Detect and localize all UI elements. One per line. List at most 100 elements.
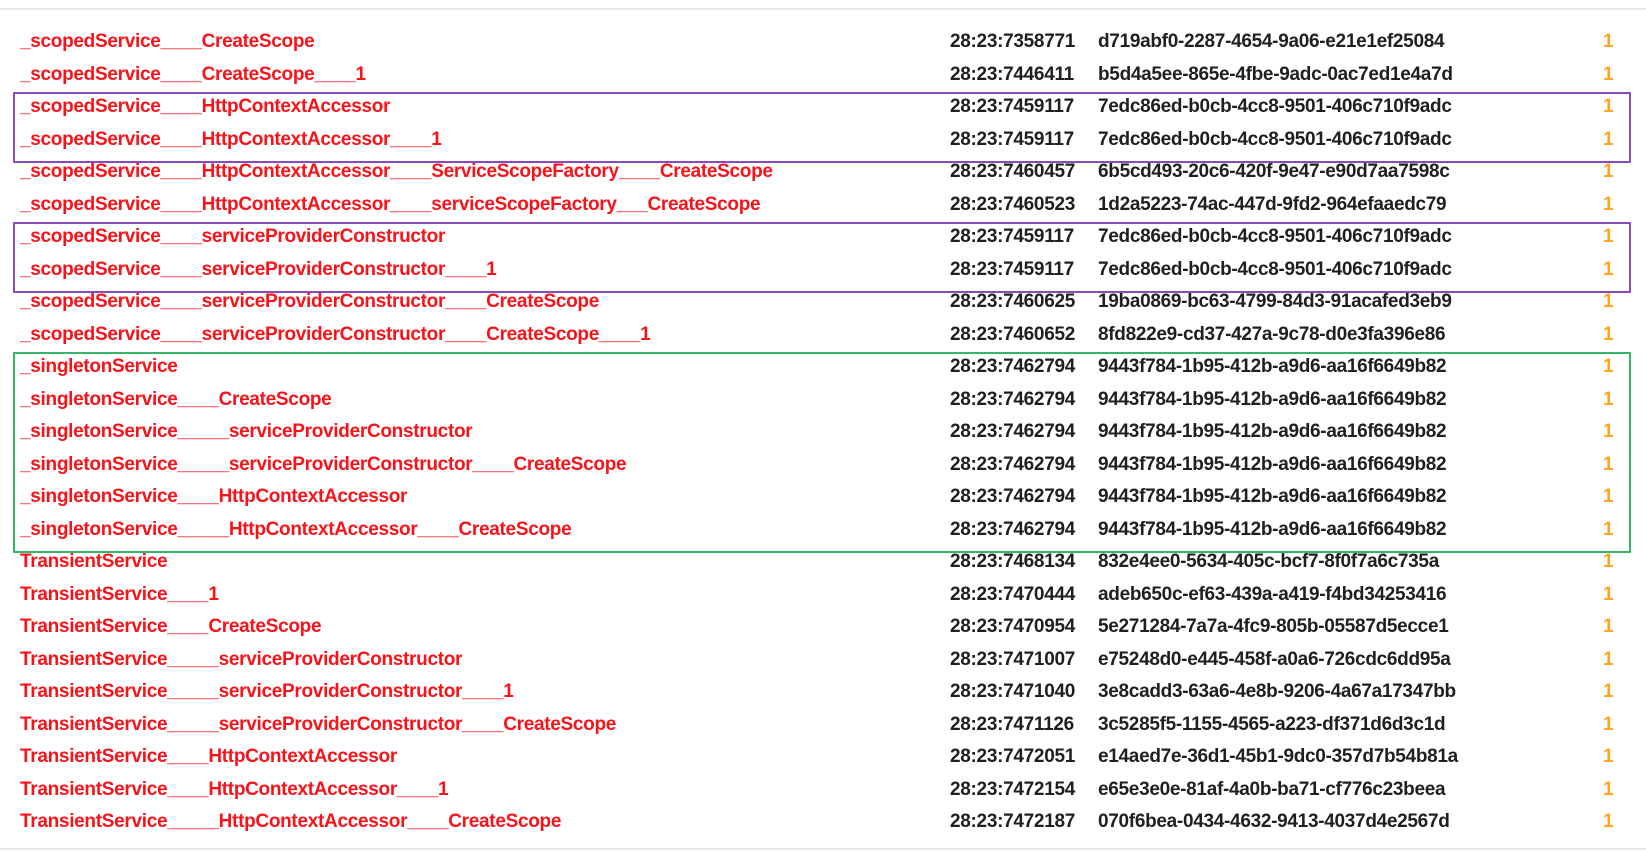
- timestamp-cell: 28:23:7459117: [950, 226, 1074, 248]
- timestamp-cell: 28:23:7462794: [950, 486, 1075, 508]
- guid-cell: e75248d0-e445-458f-a0a6-726cdc6dd95a: [1098, 648, 1451, 670]
- count-cell: 1: [1603, 778, 1614, 800]
- timestamp-cell: 28:23:7462794: [950, 518, 1075, 540]
- service-name-cell: _scopedService____serviceProviderConstru…: [20, 258, 497, 280]
- timestamp-cell: 28:23:7460625: [950, 291, 1075, 313]
- count-cell: 1: [1603, 746, 1614, 768]
- service-name-cell: _scopedService____serviceProviderConstru…: [20, 323, 651, 345]
- timestamp-cell: 28:23:7472187: [950, 811, 1075, 833]
- guid-cell: 070f6bea-0434-4632-9413-4037d4e2567d: [1098, 811, 1450, 833]
- service-name-cell: _scopedService____HttpContextAccessor: [20, 96, 391, 118]
- timestamp-cell: 28:23:7459117: [950, 96, 1074, 118]
- guid-cell: 9443f784-1b95-412b-a9d6-aa16f6649b82: [1098, 453, 1447, 475]
- count-cell: 1: [1603, 713, 1614, 735]
- guid-cell: 9443f784-1b95-412b-a9d6-aa16f6649b82: [1098, 356, 1447, 378]
- timestamp-cell: 28:23:7471040: [950, 681, 1075, 703]
- table-row: _singletonService____HttpContextAccessor…: [0, 481, 1646, 514]
- guid-cell: 832e4ee0-5634-405c-bcf7-8f0f7a6c735a: [1098, 551, 1439, 573]
- count-cell: 1: [1603, 96, 1614, 118]
- service-name-cell: TransientService____HttpContextAccessor: [20, 746, 397, 768]
- service-name-cell: _scopedService____serviceProviderConstru…: [20, 226, 446, 248]
- count-cell: 1: [1603, 128, 1614, 150]
- timestamp-cell: 28:23:7470954: [950, 616, 1075, 638]
- service-name-cell: _scopedService____HttpContextAccessor___…: [20, 193, 761, 215]
- service-name-cell: TransientService: [20, 551, 168, 573]
- service-name-cell: _singletonService_____HttpContextAccesso…: [20, 518, 572, 540]
- service-name-cell: _scopedService____serviceProviderConstru…: [20, 291, 600, 313]
- table-row: _scopedService____HttpContextAccessor___…: [0, 124, 1646, 157]
- timestamp-cell: 28:23:7462794: [950, 453, 1075, 475]
- table-row: _scopedService____serviceProviderConstru…: [0, 286, 1646, 319]
- service-name-cell: TransientService_____HttpContextAccessor…: [20, 811, 562, 833]
- table-row: TransientService____CreateScope 28:23:74…: [0, 611, 1646, 644]
- count-cell: 1: [1603, 161, 1614, 183]
- timestamp-cell: 28:23:7462794: [950, 421, 1075, 443]
- guid-cell: 7edc86ed-b0cb-4cc8-9501-406c710f9adc: [1098, 226, 1452, 248]
- guid-cell: 9443f784-1b95-412b-a9d6-aa16f6649b82: [1098, 388, 1447, 410]
- table-row: _singletonService_____HttpContextAccesso…: [0, 514, 1646, 547]
- count-cell: 1: [1603, 193, 1614, 215]
- table-row: _scopedService____serviceProviderConstru…: [0, 254, 1646, 287]
- timestamp-cell: 28:23:7462794: [950, 356, 1075, 378]
- table-row: _scopedService____HttpContextAccessor___…: [0, 156, 1646, 189]
- guid-cell: adeb650c-ef63-439a-a419-f4bd34253416: [1098, 583, 1447, 605]
- table-row: TransientService 28:23:7468134 832e4ee0-…: [0, 546, 1646, 579]
- timestamp-cell: 28:23:7470444: [950, 583, 1075, 605]
- table-row: _scopedService____HttpContextAccessor 28…: [0, 91, 1646, 124]
- guid-cell: 5e271284-7a7a-4fc9-805b-05587d5ecce1: [1098, 616, 1449, 638]
- service-name-cell: _scopedService____CreateScope____1: [20, 63, 366, 85]
- service-name-cell: TransientService____CreateScope: [20, 616, 322, 638]
- service-name-cell: _scopedService____HttpContextAccessor___…: [20, 161, 773, 183]
- guid-cell: b5d4a5ee-865e-4fbe-9adc-0ac7ed1e4a7d: [1098, 63, 1453, 85]
- table-row: _singletonService_____serviceProviderCon…: [0, 449, 1646, 482]
- count-cell: 1: [1603, 356, 1614, 378]
- guid-cell: 7edc86ed-b0cb-4cc8-9501-406c710f9adc: [1098, 128, 1452, 150]
- bottom-divider: [0, 848, 1646, 850]
- service-name-cell: _scopedService____CreateScope: [20, 31, 315, 53]
- timestamp-cell: 28:23:7471126: [950, 713, 1074, 735]
- service-name-cell: TransientService_____serviceProviderCons…: [20, 681, 514, 703]
- service-name-cell: TransientService____1: [20, 583, 219, 605]
- table-row: TransientService_____serviceProviderCons…: [0, 676, 1646, 709]
- count-cell: 1: [1603, 63, 1614, 85]
- table-row: _scopedService____serviceProviderConstru…: [0, 319, 1646, 352]
- table-row: _singletonService____CreateScope 28:23:7…: [0, 384, 1646, 417]
- guid-cell: e65e3e0e-81af-4a0b-ba71-cf776c23beea: [1098, 778, 1446, 800]
- table-row: TransientService____1 28:23:7470444 adeb…: [0, 579, 1646, 612]
- table-row: TransientService____HttpContextAccessor_…: [0, 774, 1646, 807]
- guid-cell: 6b5cd493-20c6-420f-9e47-e90d7aa7598c: [1098, 161, 1450, 183]
- service-name-cell: _singletonService____CreateScope: [20, 388, 332, 410]
- guid-cell: 19ba0869-bc63-4799-84d3-91acafed3eb9: [1098, 291, 1452, 313]
- guid-cell: 7edc86ed-b0cb-4cc8-9501-406c710f9adc: [1098, 96, 1452, 118]
- count-cell: 1: [1603, 226, 1614, 248]
- table-row: _singletonService 28:23:7462794 9443f784…: [0, 351, 1646, 384]
- count-cell: 1: [1603, 648, 1614, 670]
- service-name-cell: _singletonService____HttpContextAccessor: [20, 486, 408, 508]
- guid-cell: d719abf0-2287-4654-9a06-e21e1ef25084: [1098, 31, 1445, 53]
- count-cell: 1: [1603, 518, 1614, 540]
- service-name-cell: _singletonService: [20, 356, 178, 378]
- timestamp-cell: 28:23:7472051: [950, 746, 1075, 768]
- count-cell: 1: [1603, 323, 1614, 345]
- service-name-cell: TransientService_____serviceProviderCons…: [20, 648, 463, 670]
- count-cell: 1: [1603, 388, 1614, 410]
- service-name-cell: _scopedService____HttpContextAccessor___…: [20, 128, 442, 150]
- guid-cell: 9443f784-1b95-412b-a9d6-aa16f6649b82: [1098, 518, 1447, 540]
- timestamp-cell: 28:23:7471007: [950, 648, 1075, 670]
- top-divider: [0, 8, 1646, 10]
- count-cell: 1: [1603, 551, 1614, 573]
- count-cell: 1: [1603, 291, 1614, 313]
- count-cell: 1: [1603, 258, 1614, 280]
- guid-cell: 9443f784-1b95-412b-a9d6-aa16f6649b82: [1098, 486, 1447, 508]
- timestamp-cell: 28:23:7460652: [950, 323, 1075, 345]
- guid-cell: 3c5285f5-1155-4565-a223-df371d6d3c1d: [1098, 713, 1446, 735]
- count-cell: 1: [1603, 421, 1614, 443]
- service-name-cell: TransientService_____serviceProviderCons…: [20, 713, 617, 735]
- guid-cell: 9443f784-1b95-412b-a9d6-aa16f6649b82: [1098, 421, 1447, 443]
- timestamp-cell: 28:23:7459117: [950, 128, 1074, 150]
- count-cell: 1: [1603, 486, 1614, 508]
- timestamp-cell: 28:23:7446411: [950, 63, 1074, 85]
- count-cell: 1: [1603, 31, 1614, 53]
- table-row: _singletonService_____serviceProviderCon…: [0, 416, 1646, 449]
- service-name-cell: _singletonService_____serviceProviderCon…: [20, 421, 473, 443]
